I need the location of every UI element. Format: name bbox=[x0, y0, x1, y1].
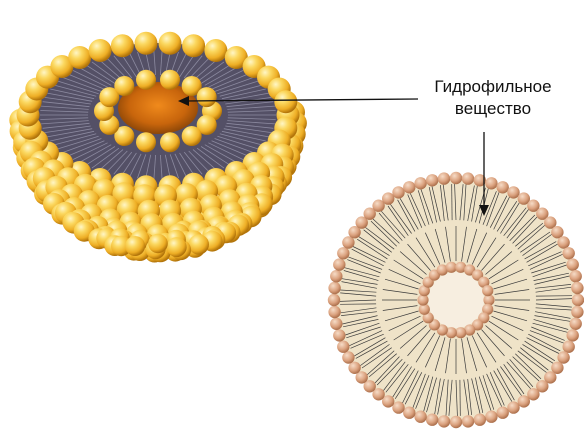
inner-head-bead bbox=[114, 76, 134, 96]
inner-aqueous-core bbox=[428, 272, 484, 328]
rim-head-bead bbox=[135, 32, 158, 55]
rim-head-bead bbox=[68, 46, 91, 69]
lipid-head-bead bbox=[148, 234, 168, 254]
rim-head-bead bbox=[182, 34, 205, 57]
outer-head-bead bbox=[450, 172, 462, 184]
hydrophilic-substance-label: Гидрофильное вещество bbox=[398, 76, 584, 120]
outer-head-bead bbox=[567, 258, 579, 270]
inner-head-bead bbox=[182, 126, 202, 146]
outer-head-bead bbox=[571, 282, 583, 294]
outer-head-bead bbox=[438, 415, 450, 427]
outer-head-bead bbox=[571, 306, 583, 318]
rim-head-bead bbox=[204, 39, 227, 62]
outer-head-bead bbox=[337, 341, 349, 353]
outer-head-bead bbox=[557, 351, 569, 363]
outer-head-bead bbox=[342, 236, 354, 248]
outer-head-bead bbox=[485, 411, 497, 423]
outer-head-bead bbox=[507, 401, 519, 413]
outer-head-bead bbox=[563, 247, 575, 259]
outer-head-bead bbox=[328, 282, 340, 294]
outer-head-bead bbox=[497, 181, 509, 193]
outer-head-bead bbox=[563, 341, 575, 353]
outer-head-bead bbox=[403, 181, 415, 193]
outer-head-bead bbox=[567, 329, 579, 341]
rim-head-bead bbox=[159, 32, 182, 55]
outer-head-bead bbox=[328, 294, 340, 306]
rim-head-bead bbox=[89, 39, 112, 62]
outer-head-bead bbox=[426, 414, 438, 426]
outer-head-bead bbox=[348, 362, 360, 374]
outer-head-bead bbox=[342, 351, 354, 363]
outer-head-bead bbox=[557, 236, 569, 248]
outer-head-bead bbox=[572, 294, 584, 306]
inner-head-bead bbox=[197, 87, 217, 107]
inner-head-bead bbox=[482, 285, 493, 296]
outer-head-bead bbox=[507, 186, 519, 198]
outer-head-bead bbox=[570, 318, 582, 330]
liposome-hemisphere-cutaway bbox=[9, 32, 307, 263]
outer-head-bead bbox=[330, 318, 342, 330]
outer-head-bead bbox=[426, 174, 438, 186]
lipid-head-bead bbox=[167, 237, 187, 257]
outer-head-bead bbox=[414, 411, 426, 423]
outer-head-bead bbox=[328, 306, 340, 318]
outer-head-bead bbox=[497, 407, 509, 419]
label-line-1: Гидрофильное bbox=[398, 76, 584, 98]
liposome-cross-section bbox=[328, 172, 584, 428]
inner-head-bead bbox=[160, 132, 180, 152]
outer-head-bead bbox=[462, 172, 474, 184]
outer-head-bead bbox=[438, 172, 450, 184]
outer-head-bead bbox=[392, 401, 404, 413]
outer-head-bead bbox=[462, 415, 474, 427]
inner-head-bead bbox=[160, 70, 180, 90]
outer-head-bead bbox=[518, 395, 530, 407]
outer-head-bead bbox=[333, 329, 345, 341]
lipid-head-bead bbox=[125, 236, 145, 256]
label-line-2: вещество bbox=[398, 98, 584, 120]
outer-head-bead bbox=[485, 177, 497, 189]
outer-head-bead bbox=[382, 192, 394, 204]
outer-head-bead bbox=[392, 186, 404, 198]
outer-head-bead bbox=[414, 177, 426, 189]
lipid-head-bead bbox=[189, 234, 209, 254]
outer-head-bead bbox=[570, 270, 582, 282]
outer-head-bead bbox=[337, 247, 349, 259]
inner-head-bead bbox=[136, 132, 156, 152]
outer-head-bead bbox=[474, 414, 486, 426]
outer-head-bead bbox=[450, 416, 462, 428]
outer-head-bead bbox=[551, 226, 563, 238]
rim-head-bead bbox=[274, 90, 297, 113]
inner-head-bead bbox=[136, 70, 156, 90]
rim-head-bead bbox=[111, 34, 134, 57]
outer-head-bead bbox=[330, 270, 342, 282]
outer-head-bead bbox=[403, 407, 415, 419]
outer-head-bead bbox=[333, 258, 345, 270]
